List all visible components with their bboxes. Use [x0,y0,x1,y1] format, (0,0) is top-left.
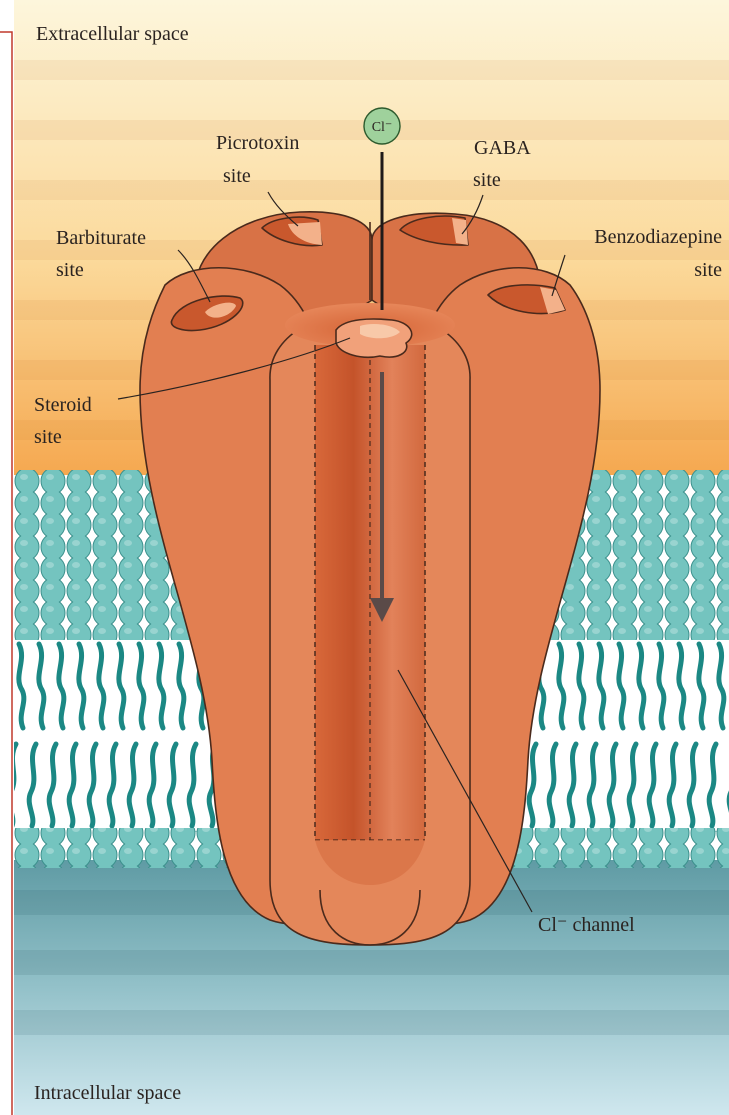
barbiturate-label: Barbiturate [56,227,146,249]
chloride-ion-label: Cl⁻ [372,120,393,135]
steroid-site-label: site [34,426,62,448]
intracellular-space-label: Intracellular space [34,1082,181,1104]
picrotoxin-site-label: site [223,165,251,187]
gaba-site-label: site [473,169,501,191]
steroid-label: Steroid [34,394,92,416]
picrotoxin-label: Picrotoxin [216,132,299,154]
cl-channel-label: Cl⁻ channel [538,914,635,936]
benzodiazepine-site-label: site [694,259,722,281]
barbiturate-site-label: site [56,259,84,281]
extracellular-space-label: Extracellular space [36,23,189,45]
gaba-label: GABA [474,137,531,159]
left-border-accent [0,32,12,1115]
benzodiazepine-label: Benzodiazepine [594,226,722,248]
